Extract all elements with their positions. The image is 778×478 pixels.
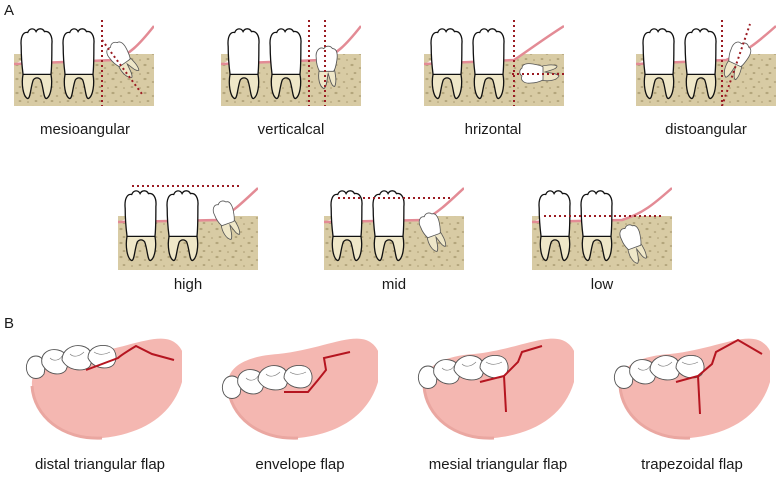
trapezoidal-flap-diagram: [610, 326, 770, 441]
high-diagram: [118, 184, 258, 270]
horizontal-caption: hrizontal: [464, 121, 522, 138]
low-caption: low: [590, 276, 614, 293]
mesioangular-caption: mesioangular: [39, 121, 131, 138]
low-diagram: [532, 184, 672, 270]
envelope-flap-caption: envelope flap: [255, 456, 345, 473]
mid-diagram: [324, 184, 464, 270]
vertical-diagram: [221, 20, 361, 106]
section-a-label: A: [4, 2, 15, 19]
distoangular-diagram: [636, 20, 776, 106]
envelope-flap-diagram: [218, 326, 378, 441]
trapezoidal-flap-caption: trapezoidal flap: [641, 456, 743, 473]
distal-triangular-flap-diagram: [22, 326, 182, 441]
high-caption: high: [173, 276, 203, 293]
mesial-triangular-flap-caption: mesial triangular flap: [428, 456, 568, 473]
mesial-triangular-flap-diagram: [414, 326, 574, 441]
vertical-caption: verticalcal: [257, 121, 325, 138]
distoangular-caption: distoangular: [665, 121, 747, 138]
horizontal-diagram: [424, 20, 564, 106]
mesioangular-diagram: [14, 20, 154, 106]
distal-triangular-flap-caption: distal triangular flap: [34, 456, 166, 473]
mid-caption: mid: [381, 276, 407, 293]
section-b-label: B: [4, 315, 15, 332]
